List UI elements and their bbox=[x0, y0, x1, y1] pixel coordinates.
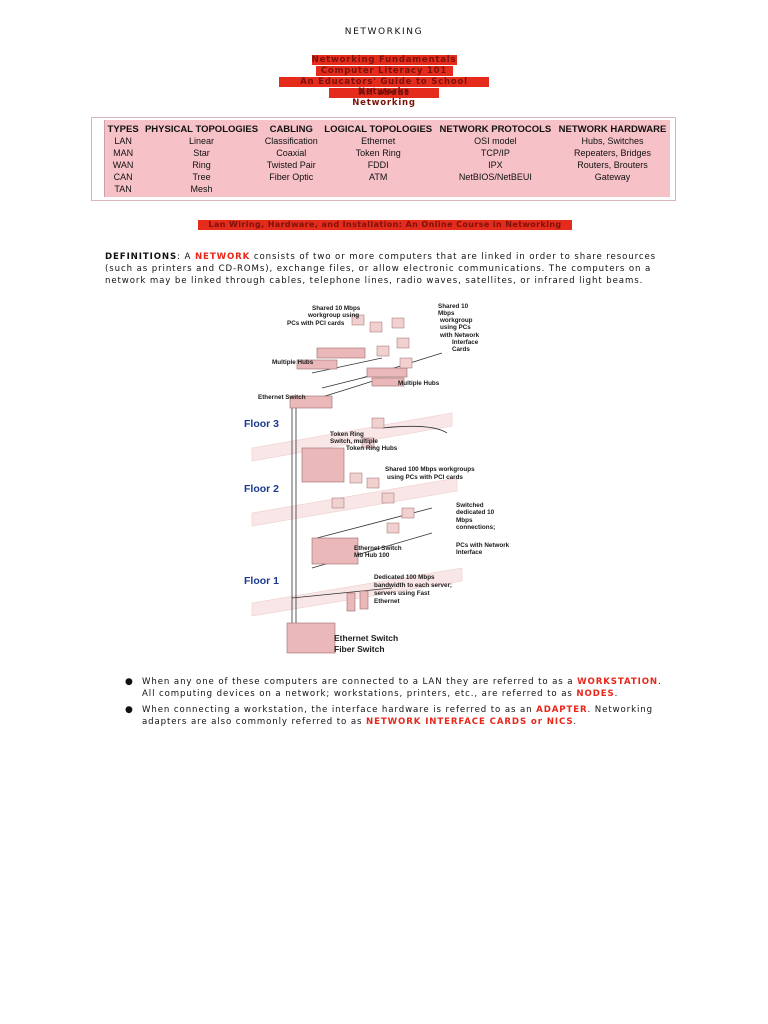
table-cell: Ethernet bbox=[361, 136, 396, 146]
topology-table-inner: TYPES PHYSICAL TOPOLOGIES CABLING LOGICA… bbox=[104, 120, 670, 197]
topology-grid: TYPES PHYSICAL TOPOLOGIES CABLING LOGICA… bbox=[105, 120, 670, 195]
topology-body: LAN Linear Classification Ethernet OSI model… bbox=[105, 135, 670, 195]
table-cell bbox=[555, 183, 670, 195]
table-row: MAN Star Coaxial Token Ring TCP/IP Repeaters,… bbox=[105, 147, 670, 159]
term-nodes: NODES bbox=[576, 689, 615, 699]
table-cell bbox=[321, 183, 436, 195]
table-cell: OSI model bbox=[474, 136, 517, 146]
table-row: CAN Tree Fiber Optic ATM NetBIOS/NetBEUI Gate… bbox=[105, 171, 670, 183]
bullet-list: ●When any one of these computers are con… bbox=[125, 676, 665, 732]
table-cell: Hubs, Switches bbox=[581, 136, 644, 146]
table-cell: Star bbox=[193, 148, 210, 158]
column-header: LOGICAL TOPOLOGIES bbox=[324, 124, 433, 135]
table-cell: Fiber Optic bbox=[269, 172, 314, 182]
table-cell: Linear bbox=[189, 136, 215, 146]
column-header: NETWORK PROTOCOLS bbox=[439, 124, 552, 135]
page-title: NETWORKING bbox=[344, 27, 424, 37]
list-item: ●When any one of these computers are con… bbox=[125, 677, 662, 699]
column-header: PHYSICAL TOPOLOGIES bbox=[144, 124, 259, 135]
link-all-about-networking[interactable]: All about Networking bbox=[329, 88, 439, 108]
label-floor-2: Floor 2 bbox=[244, 483, 279, 495]
definitions-lead: : A bbox=[177, 252, 195, 262]
link-educators-guide[interactable]: An Educators' Guide to School Networks bbox=[279, 77, 489, 97]
link-networking-fundamentals[interactable]: Networking Fundamentals bbox=[311, 55, 457, 65]
table-cell: MAN bbox=[113, 148, 134, 158]
hub-device bbox=[316, 347, 366, 359]
definitions-paragraph: DEFINITIONS: A NETWORK consists of two o… bbox=[105, 251, 665, 287]
list-item: ●When connecting a workstation, the inte… bbox=[125, 705, 653, 727]
table-row: WAN Ring Twisted Pair FDDI IPX Routers, Brout… bbox=[105, 159, 670, 171]
term-nics: NETWORK INTERFACE CARDS or NICS bbox=[366, 717, 574, 727]
header-links: Networking Fundamentals Computer Literac… bbox=[0, 55, 768, 108]
table-row: TAN Mesh bbox=[105, 183, 670, 195]
table-cell: Mesh bbox=[190, 184, 213, 194]
table-cell: Ring bbox=[192, 160, 211, 170]
table-row: LAN Linear Classification Ethernet OSI model… bbox=[105, 135, 670, 147]
workstation-pcs bbox=[331, 314, 415, 534]
column-header: NETWORK HARDWARE bbox=[558, 124, 667, 135]
link-computer-literacy[interactable]: Computer Literacy 101 bbox=[315, 66, 453, 76]
table-cell: TCP/IP bbox=[480, 148, 510, 158]
bullet-dot: ● bbox=[125, 677, 134, 687]
table-cell: Twisted Pair bbox=[266, 160, 316, 170]
column-header: TYPES bbox=[107, 124, 139, 135]
table-cell: WAN bbox=[112, 160, 134, 170]
table-cell: Tree bbox=[192, 172, 211, 182]
label-floor-1: Floor 1 bbox=[244, 575, 279, 587]
table-cell: Routers, Brouters bbox=[577, 160, 648, 170]
table-cell: CAN bbox=[113, 172, 133, 182]
table-cell: Repeaters, Bridges bbox=[573, 148, 651, 158]
table-cell: FDDI bbox=[367, 160, 389, 170]
label-multiple-hubs-right: Multiple Hubs bbox=[398, 380, 440, 387]
topology-table: TYPES PHYSICAL TOPOLOGIES CABLING LOGICA… bbox=[91, 117, 676, 201]
definitions-text: consists of two or more computers that a… bbox=[105, 252, 657, 286]
table-cell: ATM bbox=[369, 172, 388, 182]
column-header: CABLING bbox=[269, 124, 313, 135]
table-cell: Token Ring bbox=[355, 148, 401, 158]
table-cell: NetBIOS/NetBEUI bbox=[458, 172, 532, 182]
table-cell: TAN bbox=[114, 184, 132, 194]
term-network: NETWORK bbox=[194, 252, 251, 262]
table-cell: Classification bbox=[264, 136, 318, 146]
table-cell: IPX bbox=[488, 160, 503, 170]
label-ethernet-switch: Ethernet Switch bbox=[258, 394, 306, 401]
label-multiple-hubs-left: Multiple Hubs bbox=[272, 359, 314, 366]
table-cell: Coaxial bbox=[276, 148, 307, 158]
bullet-dot: ● bbox=[125, 705, 134, 715]
network-devices bbox=[286, 347, 408, 654]
term-workstation: WORKSTATION bbox=[577, 677, 658, 687]
table-cell: Gateway bbox=[594, 172, 631, 182]
table-cell bbox=[262, 183, 321, 195]
label-floor-3: Floor 3 bbox=[244, 418, 279, 430]
link-online-course[interactable]: Lan Wiring, Hardware, and Installation: … bbox=[198, 220, 572, 230]
table-cell bbox=[436, 183, 555, 195]
term-adapter: ADAPTER bbox=[536, 705, 588, 715]
definitions-label: DEFINITIONS bbox=[105, 252, 178, 262]
table-cell: LAN bbox=[114, 136, 132, 146]
table-header-row: TYPES PHYSICAL TOPOLOGIES CABLING LOGICA… bbox=[105, 120, 670, 135]
